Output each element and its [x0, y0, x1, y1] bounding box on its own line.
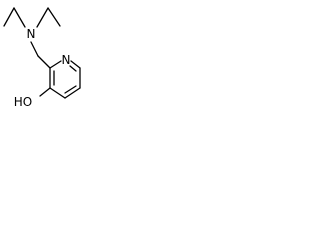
- structure-diagram: N N HO: [3, 7, 81, 109]
- bond-ethyl1-ch3-ch2: [3, 7, 15, 27]
- bond-n1-c6-outer: [70, 60, 81, 69]
- bond-methylene-ring: [37, 55, 51, 69]
- bond-ethyl2-ch2-ch3: [47, 7, 61, 27]
- bond-ethyl1-ch2-n: [13, 7, 26, 28]
- bond-n-methylene: [30, 41, 39, 57]
- bond-c5-c4-outer: [64, 87, 81, 99]
- bond-c2-n1: [49, 60, 62, 69]
- bond-c4-c3: [49, 87, 66, 99]
- bond-n1-c6-inner: [69, 65, 77, 72]
- bond-c5-c4-inner: [64, 85, 77, 94]
- bond-n-ethyl2-ch2: [36, 7, 49, 28]
- amine-nitrogen-label: N: [27, 27, 36, 41]
- bond-c3-oh: [39, 87, 51, 97]
- ring-nitrogen-label: N: [62, 53, 71, 67]
- hydroxyl-label: HO: [14, 95, 32, 109]
